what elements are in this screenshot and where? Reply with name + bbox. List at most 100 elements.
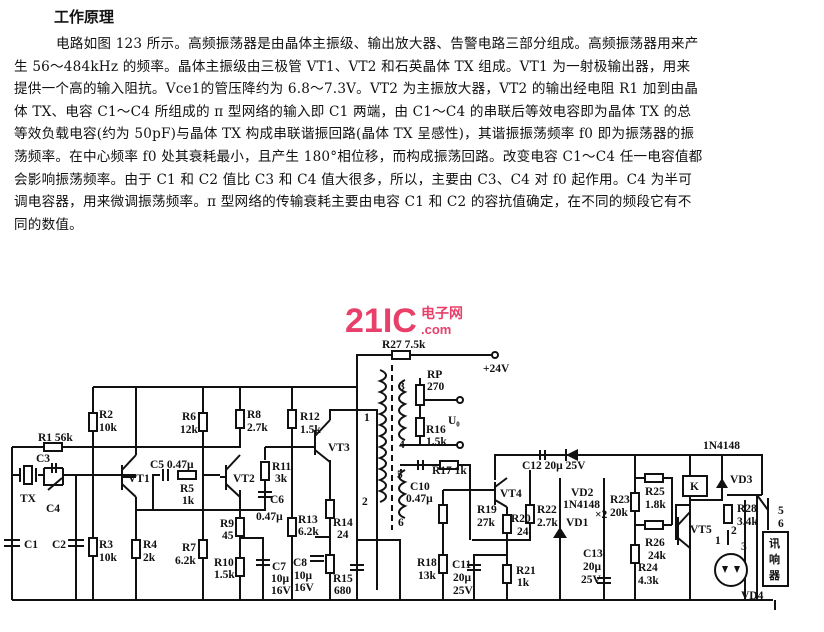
value-c6: 0.47μ: [256, 511, 283, 523]
resistor-r17: [439, 460, 459, 470]
components: [4, 351, 789, 587]
buzzer-label-3: 器: [768, 569, 781, 582]
label-c1: C1: [24, 539, 38, 551]
value-r8: 2.7k: [247, 422, 268, 434]
resistor-r27: [391, 350, 411, 360]
label-c4: C4: [46, 503, 60, 515]
label-r16: R16: [426, 424, 446, 436]
value-rp: 270: [427, 381, 445, 393]
label-rp: RP: [427, 369, 442, 381]
voltage-c11: 25V: [453, 585, 474, 597]
value-r21: 1k: [517, 577, 530, 589]
resistor-r25: [644, 473, 664, 483]
label-r5: R5: [180, 483, 194, 495]
capacitor-c3-c4: [47, 463, 63, 491]
resistor-r1: [43, 442, 63, 452]
value-c10: 0.47μ: [406, 493, 433, 505]
relay-k: [682, 475, 708, 497]
buzzer: [762, 531, 789, 587]
label-r3: R3: [99, 539, 113, 551]
label-c12: C12 20μ 25V: [522, 460, 586, 472]
label-r2: R2: [99, 409, 113, 421]
resistors: [43, 350, 733, 584]
label-r23: R23: [610, 494, 630, 506]
potentiometer-rp[interactable]: [415, 384, 425, 406]
resistor-r14: [325, 499, 335, 519]
label-vt5: VT5: [690, 524, 712, 536]
label-vt2: VT2: [233, 473, 255, 485]
transformer-pin-6: 6: [398, 517, 404, 529]
component-labels: R1 56k C3 TX C4 C1 C2 R2 10k R3 10k VT1 …: [20, 339, 784, 602]
capacitor-c7-c8: [256, 555, 324, 566]
resistor-r2: [88, 412, 98, 432]
terminal-24v[interactable]: [491, 351, 499, 359]
vd4-pin-3: 3: [741, 541, 747, 553]
transformer-pin-5: 5: [397, 469, 403, 481]
diode-vd3: [716, 478, 728, 488]
led-vd4: [714, 553, 748, 587]
transformer-primary: [377, 369, 387, 503]
value-r28: 3.4k: [737, 516, 758, 528]
resistor-r10: [235, 557, 245, 577]
transformer-pin-2: 2: [362, 496, 368, 508]
label-r13: R13: [298, 514, 318, 526]
label-c7: C7: [272, 561, 286, 573]
resistor-r15: [325, 554, 335, 574]
label-r14: R14: [333, 517, 353, 529]
value-r18: 13k: [418, 570, 437, 582]
terminal-uo-top[interactable]: [456, 396, 464, 404]
resistor-r26: [644, 520, 664, 530]
value-r6: 12k: [180, 424, 199, 436]
label-vt3: VT3: [328, 442, 350, 454]
value-r9: 45: [222, 530, 234, 542]
terminal-uo-bottom[interactable]: [456, 441, 464, 449]
label-c3: C3: [36, 453, 50, 465]
resistor-r20: [502, 514, 512, 534]
label-r26: R26: [645, 537, 665, 549]
label-r9: R9: [220, 518, 234, 530]
value-r20: 24: [517, 526, 529, 538]
resistor-r7: [198, 539, 208, 559]
resistor-r16: [415, 417, 425, 437]
label-relay-k: K: [690, 481, 699, 493]
voltage-c8: 16V: [294, 582, 315, 594]
value-r7: 6.2k: [175, 555, 196, 567]
label-r20: R20: [511, 513, 531, 525]
vd4-pin-1: 1: [715, 535, 721, 547]
label-r11: R11: [272, 461, 291, 473]
value-c8: 10μ: [294, 570, 313, 582]
value-r3: 10k: [99, 552, 118, 564]
resistor-r23: [630, 492, 640, 512]
value-r13: 6.2k: [298, 526, 319, 538]
resistor-r28: [723, 504, 733, 524]
label-vt4: VT4: [500, 488, 522, 500]
label-r12: R12: [300, 411, 320, 423]
label-r19: R19: [477, 504, 497, 516]
resistor-r8: [235, 409, 245, 429]
transformer-pin-3: 3: [399, 381, 405, 393]
resistor-r22: [525, 504, 535, 524]
count-vd2: ×2: [595, 509, 608, 521]
value-r15: 680: [334, 585, 352, 597]
label-r21: R21: [516, 565, 536, 577]
resistor-r21: [502, 564, 512, 584]
value-r23: 20k: [610, 507, 629, 519]
section-heading: 工作原理: [54, 8, 115, 26]
label-r18: R18: [417, 557, 437, 569]
transformer-pin-4: 4: [399, 439, 405, 451]
label-r17: R17 1k: [432, 465, 467, 477]
label-vd4: VD4: [741, 590, 764, 602]
label-vd3: VD3: [730, 474, 753, 486]
transistor-vt1: [121, 454, 137, 498]
label-c6: C6: [270, 494, 284, 506]
label-r10: R10: [214, 557, 234, 569]
label-r4: R4: [143, 539, 157, 551]
label-r24: R24: [638, 562, 658, 574]
label-c11: C11: [452, 559, 471, 571]
resistor-r6: [198, 412, 208, 432]
label-tx: TX: [20, 493, 37, 505]
label-c13: C13: [583, 548, 603, 560]
label-r27: R27 7.5k: [382, 339, 426, 351]
label-c5: C5 0.47μ: [150, 459, 194, 471]
value-r14: 24: [337, 529, 349, 541]
